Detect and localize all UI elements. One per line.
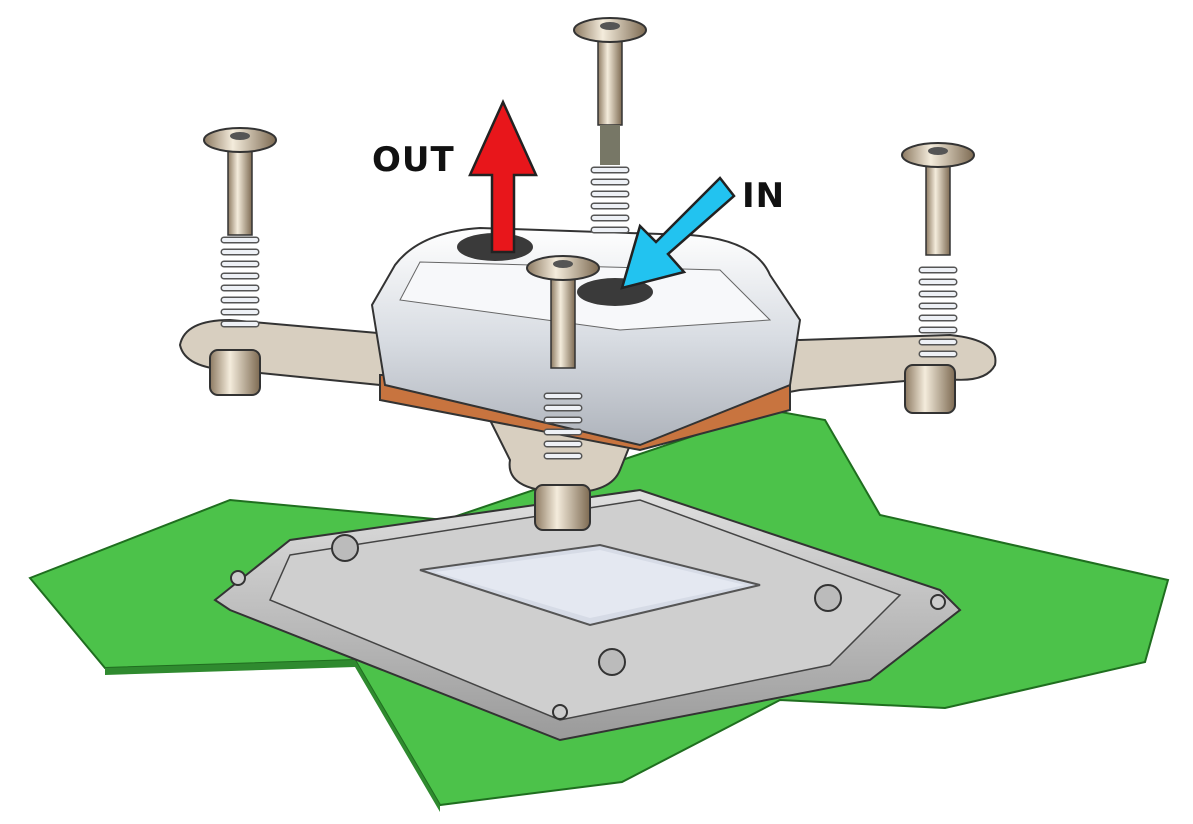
- screw: [203, 127, 277, 328]
- out-label: OUT: [372, 140, 455, 180]
- out-arrow-icon: [468, 98, 538, 254]
- screw: [573, 17, 647, 234]
- screw: [526, 255, 600, 460]
- socket-screw: [598, 648, 626, 676]
- in-label: IN: [742, 176, 786, 216]
- screws: [203, 17, 975, 460]
- in-arrow-icon: [620, 176, 736, 290]
- cpu-socket: [213, 488, 962, 742]
- socket-screw: [331, 534, 359, 562]
- screw: [901, 142, 975, 358]
- socket-screw: [814, 584, 842, 612]
